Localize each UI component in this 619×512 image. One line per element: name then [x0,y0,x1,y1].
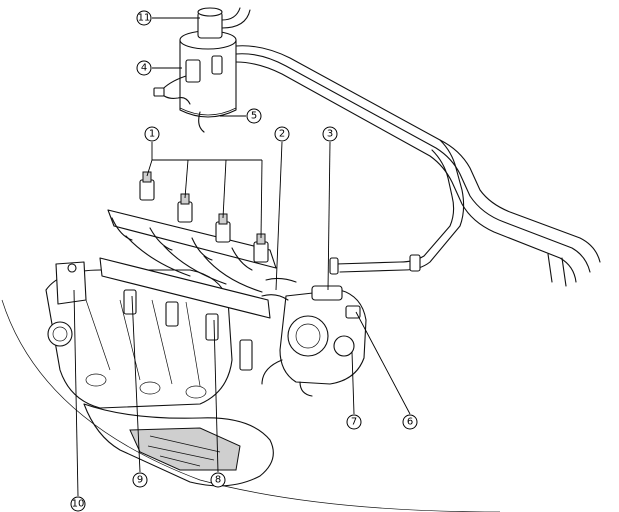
callout-7-label: 7 [351,417,357,428]
callout-5: 5 [246,108,262,124]
callout-1-label: 1 [149,129,155,140]
engine-outline [1,299,501,512]
callout-10: 10 [70,496,86,512]
high-pressure-pump [261,277,367,397]
callout-3-label: 3 [327,129,333,140]
callout-11: 11 [136,10,152,26]
callout-9-label: 9 [137,475,143,486]
callout-8-label: 8 [215,475,221,486]
callout-9: 9 [132,472,148,488]
fuel-lines [235,45,601,287]
intake-manifold [45,261,233,409]
callout-2-label: 2 [279,129,285,140]
callout-3: 3 [322,126,338,142]
callout-2: 2 [274,126,290,142]
callout-layer: 11 4 5 1 2 [70,10,418,512]
callout-5-label: 5 [251,111,257,122]
callout-8: 8 [210,472,226,488]
callout-11-label: 11 [138,13,151,24]
fuel-filter-assembly [153,7,251,133]
injectors [123,171,269,371]
callout-7: 7 [346,414,362,430]
injector-1 [139,171,155,201]
injector-3 [215,213,231,243]
fuel-rail [99,209,277,319]
callout-4: 4 [136,60,152,76]
callout-4-label: 4 [141,63,147,74]
callout-6-label: 6 [407,417,413,428]
callout-1: 1 [144,126,160,142]
injector-2 [177,193,193,223]
callout-6: 6 [402,414,418,430]
callout-10-label: 10 [72,499,85,510]
injector-4 [253,233,269,263]
